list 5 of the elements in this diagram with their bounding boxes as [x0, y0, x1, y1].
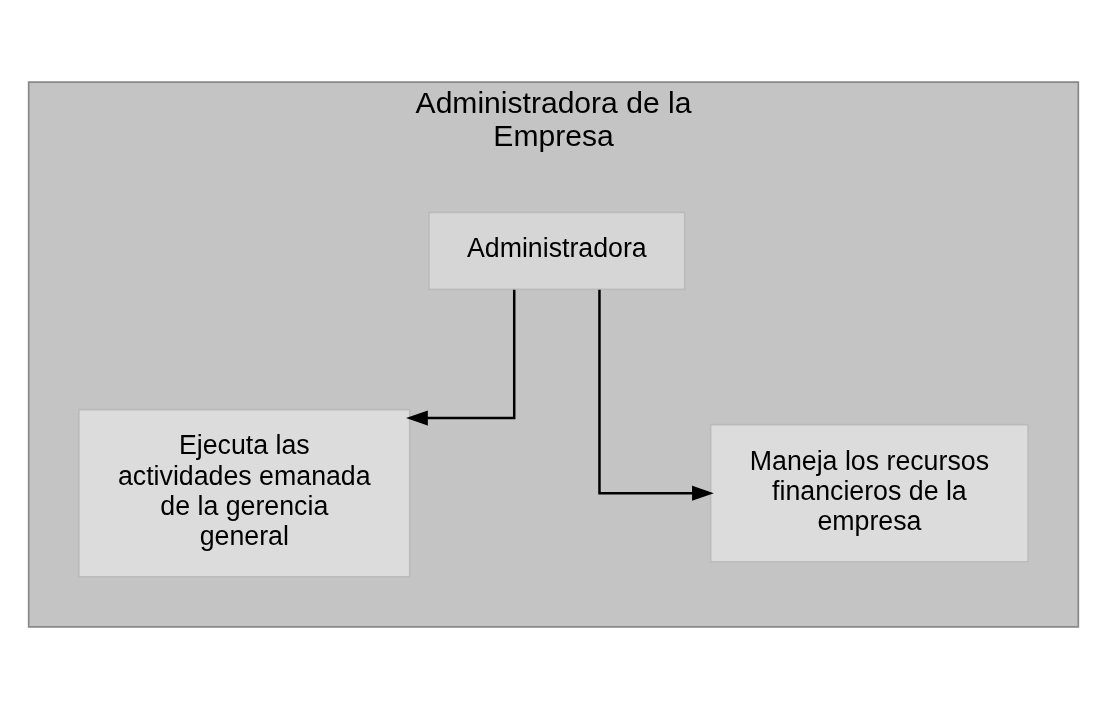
node-box: Maneja los recursos financieros de la empresa: [709, 423, 1030, 563]
arrow: [598, 289, 714, 501]
node-box: Ejecuta las actividades emanada de la gerencia general: [77, 408, 411, 578]
node-box: Administradora: [428, 211, 686, 291]
arrow: [406, 289, 516, 426]
